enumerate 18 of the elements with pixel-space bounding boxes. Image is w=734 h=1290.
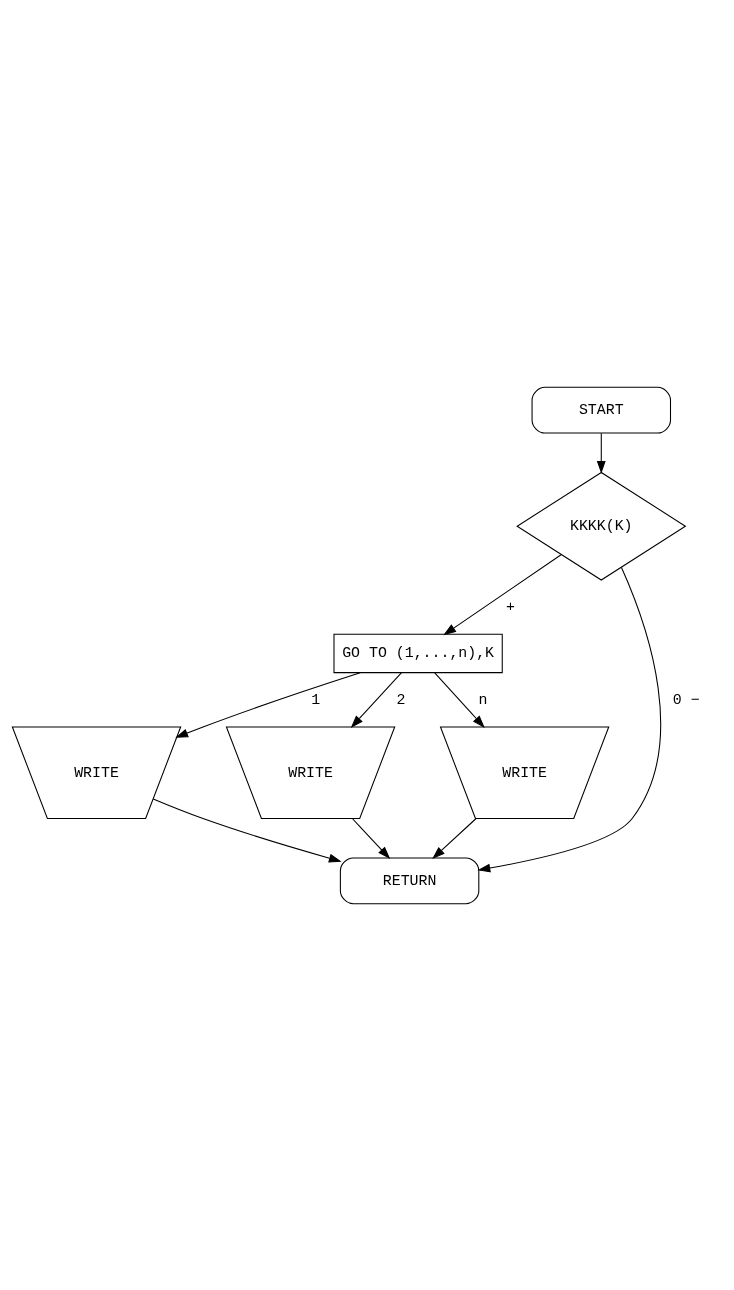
arrow — [596, 432, 606, 474]
edge-label: 1 — [311, 691, 321, 708]
node-box: START — [531, 386, 672, 434]
arrow — [175, 671, 361, 738]
node-diamond: KKKK(K) — [516, 471, 687, 581]
arrow — [443, 553, 562, 635]
arrow — [477, 566, 661, 872]
arrow — [350, 671, 402, 728]
arrow — [432, 817, 477, 859]
edge-label: + — [506, 598, 516, 615]
arrow — [152, 798, 342, 862]
arrow — [352, 817, 391, 859]
edge-label: 0 − — [672, 691, 700, 708]
edge-label: 2 — [396, 691, 406, 708]
node-box: GO TO (1,...,n),K — [333, 633, 503, 673]
edge-label: n — [478, 691, 488, 708]
arrow — [434, 671, 485, 728]
node-box: RETURN — [339, 856, 480, 904]
